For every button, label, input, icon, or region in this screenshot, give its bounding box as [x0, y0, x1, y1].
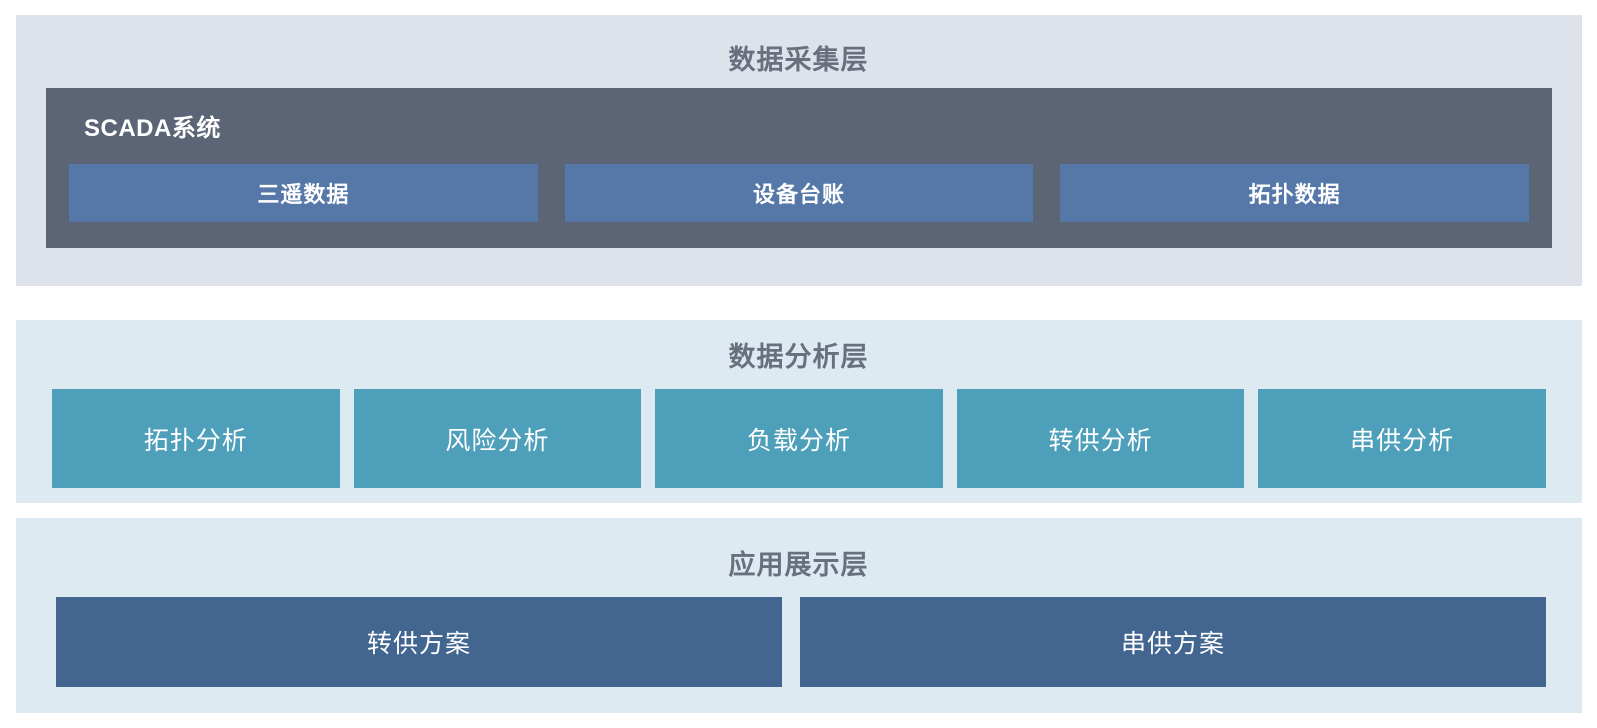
scada-group-box: SCADA系统 三遥数据 设备台账 拓扑数据: [46, 88, 1552, 248]
analysis-item-transfer-supply[interactable]: 转供分析: [956, 389, 1245, 488]
scada-group-label: SCADA系统: [84, 115, 221, 142]
analysis-item-topology[interactable]: 拓扑分析: [52, 389, 340, 488]
analysis-item-load[interactable]: 负载分析: [655, 389, 943, 488]
layer-title-data-analysis: 数据分析层: [728, 342, 869, 372]
application-item-series-supply-plan[interactable]: 串供方案: [800, 597, 1546, 687]
scada-item-equipment-ledger[interactable]: 设备台账: [564, 164, 1034, 222]
layer-title-data-collection: 数据采集层: [728, 45, 869, 75]
analysis-item-risk[interactable]: 风险分析: [353, 389, 642, 488]
layer-panel-application-display: 转供方案 串供方案: [16, 518, 1582, 713]
analysis-item-series-supply[interactable]: 串供分析: [1258, 389, 1546, 488]
application-item-transfer-supply-plan[interactable]: 转供方案: [56, 597, 782, 687]
scada-item-topology-data[interactable]: 拓扑数据: [1060, 164, 1530, 222]
scada-item-sanyao-data[interactable]: 三遥数据: [69, 164, 538, 222]
layer-title-application-display: 应用展示层: [728, 550, 869, 580]
application-item-list: 转供方案 串供方案: [56, 597, 1546, 687]
analysis-item-list: 拓扑分析 风险分析 负载分析 转供分析 串供分析: [52, 389, 1546, 488]
scada-item-list: 三遥数据 设备台账 拓扑数据: [69, 164, 1530, 222]
layer-panel-data-analysis: 拓扑分析 风险分析 负载分析 转供分析 串供分析: [16, 320, 1582, 503]
